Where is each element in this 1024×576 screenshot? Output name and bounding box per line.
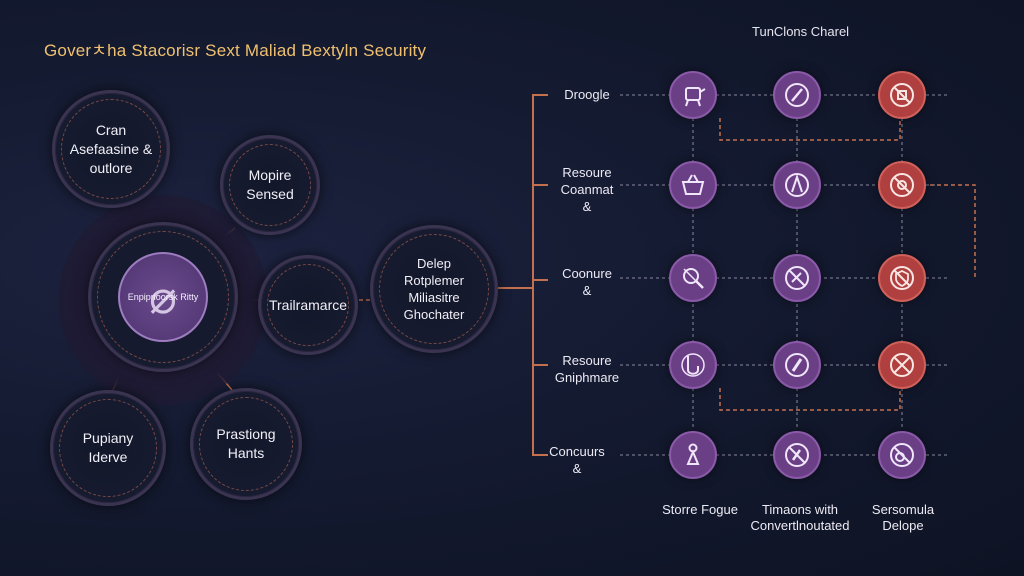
dashed-link xyxy=(719,388,901,411)
row-label-1: Droogle xyxy=(564,87,610,102)
node-lower-right[interactable]: Prastiong Hants xyxy=(190,388,302,500)
function-panel-title: TunClons Charel xyxy=(752,24,850,39)
crossed-shield-button[interactable] xyxy=(878,254,926,302)
figure-icon xyxy=(686,443,700,465)
basket-button[interactable] xyxy=(669,161,717,209)
crossed-mask-button[interactable] xyxy=(878,161,926,209)
crossed-search-icon xyxy=(890,443,914,467)
basket-icon xyxy=(681,174,705,195)
crossed-out-tool-button[interactable] xyxy=(878,71,926,119)
crossed-pen-icon xyxy=(785,443,809,467)
center-hub[interactable]: ⌀ Enpiprioorsk Ritty xyxy=(118,252,208,342)
crossed-box-button[interactable] xyxy=(878,341,926,389)
figure-button[interactable] xyxy=(669,431,717,479)
dashed-link xyxy=(930,184,976,280)
node-top[interactable]: Cran Asefaasine & outlore xyxy=(52,90,170,208)
crossed-box-icon xyxy=(890,353,914,377)
node-right[interactable]: Trailramarce xyxy=(258,255,358,355)
node-top-label: Cran Asefaasine & outlore xyxy=(69,121,153,176)
column-label-1: Storre Fogue xyxy=(662,502,738,517)
crossed-mask-icon xyxy=(890,173,914,197)
crossed-tool-button[interactable] xyxy=(773,254,821,302)
node-lower-right-label: Prastiong Hants xyxy=(216,426,276,461)
hook-icon xyxy=(681,353,705,377)
slash-icon xyxy=(785,353,809,377)
crossed-search-button[interactable] xyxy=(878,431,926,479)
center-hub-label: Enpiprioorsk Ritty xyxy=(127,291,199,302)
slash-button[interactable] xyxy=(773,341,821,389)
node-lower-left[interactable]: Pupiany Iderve xyxy=(50,390,166,506)
pen-button[interactable] xyxy=(773,71,821,119)
compass-icon xyxy=(785,173,809,197)
crossed-shield-icon xyxy=(890,266,914,290)
row-label-3: Coonure & xyxy=(562,266,612,298)
center-hub-ring xyxy=(88,222,238,372)
node-right-label: Trailramarce xyxy=(268,296,348,313)
search-icon xyxy=(683,268,704,289)
crossed-out-tool-icon xyxy=(890,83,914,107)
node-lower-left-label: Pupiany Iderve xyxy=(82,430,134,465)
node-middle[interactable]: Delep Rotplemer Miliasitre Ghochater xyxy=(370,225,498,353)
robot-arm-icon xyxy=(685,87,706,107)
row-label-2: Resoure Coanmat & xyxy=(560,165,614,214)
node-upper-right-label: Mopire Sensed xyxy=(246,167,294,202)
column-label-2: Timaons with Convertlnoutated xyxy=(750,502,850,533)
compass-button[interactable] xyxy=(773,161,821,209)
hook-button[interactable] xyxy=(669,341,717,389)
node-upper-right[interactable]: Mopire Sensed xyxy=(220,135,320,235)
row-label-4: Resoure Gniphmare xyxy=(554,353,620,385)
search-button[interactable] xyxy=(669,254,717,302)
crossed-tool-icon xyxy=(785,266,809,290)
crossed-pen-button[interactable] xyxy=(773,431,821,479)
node-middle-label: Delep Rotplemer Miliasitre Ghochater xyxy=(403,256,465,322)
center-hub-icon: ⌀ xyxy=(149,270,177,323)
row-label-5: Concuurs & xyxy=(549,444,605,476)
diagram-title: Goverㅊha Stacorisr Sext Maliad Bextyln S… xyxy=(44,41,427,60)
column-label-3: Sersomula Delope xyxy=(871,502,935,533)
robot-arm-button[interactable] xyxy=(669,71,717,119)
pen-icon xyxy=(785,83,809,107)
dashed-link xyxy=(719,118,901,141)
bracket-line xyxy=(532,94,548,456)
